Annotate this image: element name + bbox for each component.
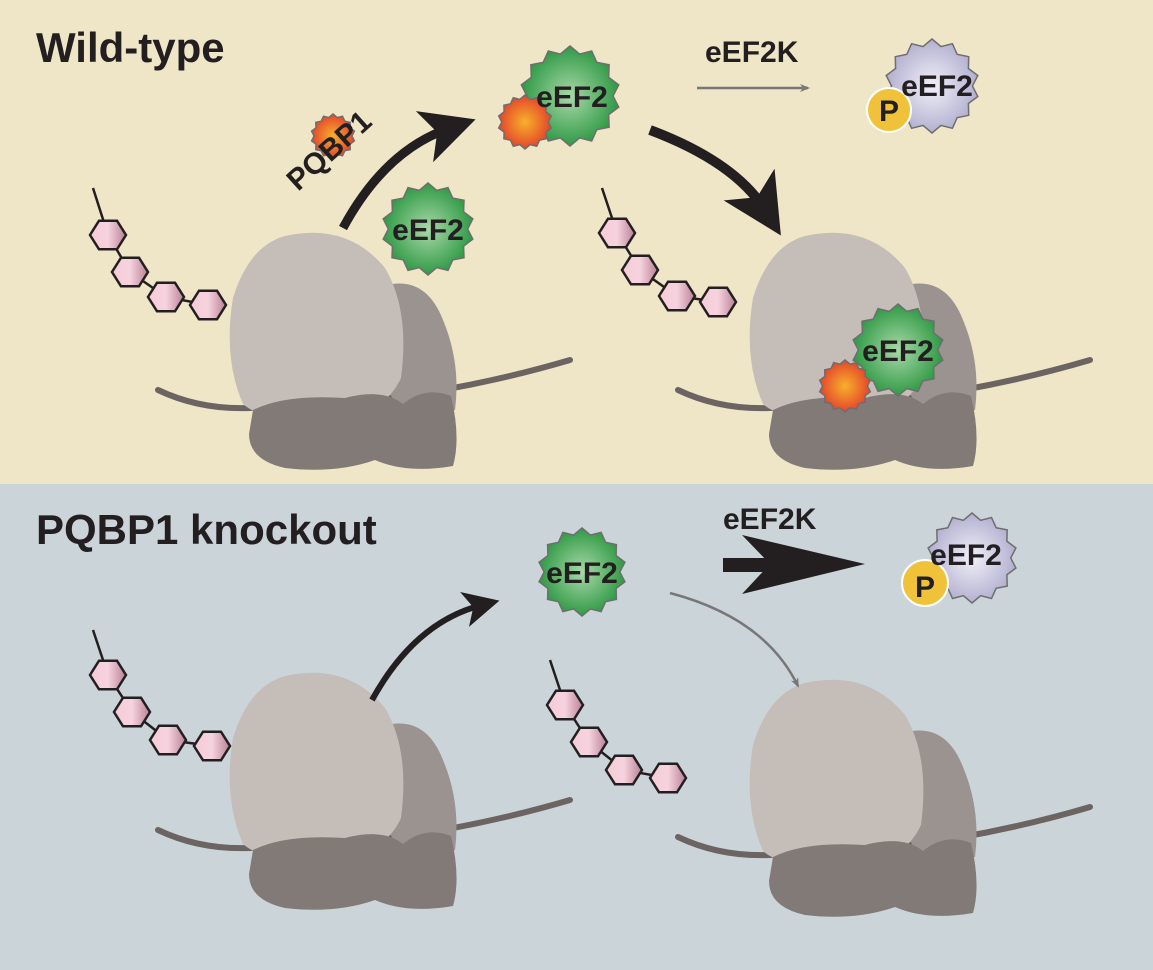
phosphate-icon [866,87,912,133]
ko-release-arrow [369,591,500,702]
peptide-chain [88,187,228,321]
amino-acid-hexagon [88,219,128,251]
amino-acid-hexagon [604,754,644,786]
wt-phospho-eef2-label: eEF2 [901,70,973,103]
wt-eef2-free-label: eEF2 [392,214,464,247]
peptide-chain [88,629,232,762]
wt-release-arrow [339,111,476,231]
amino-acid-hexagon [110,256,150,288]
amino-acid-hexagon [698,286,738,318]
wt-binding-arrow [648,125,781,236]
peptide-chain [597,187,738,318]
wt-eef2-bound-label: eEF2 [862,335,934,368]
amino-acid-hexagon [188,289,228,321]
amino-acid-hexagon [620,254,660,286]
ko-eef2-free-label: eEF2 [546,557,618,590]
amino-acid-hexagon [112,696,152,728]
eef2-protein [538,527,626,617]
amino-acid-hexagon [597,217,637,249]
ko-kinase-arrowhead [742,535,865,594]
wt-phosphate-label: P [879,95,899,128]
amino-acid-hexagon [148,724,188,756]
amino-acid-hexagon [569,726,609,758]
ko-phosphate-label: P [915,571,935,604]
eef2-protein [852,303,944,397]
amino-acid-hexagon [545,689,585,721]
pqbp1-protein [497,94,553,150]
phospho-eef2-protein [927,512,1017,604]
pqbp1-protein [310,113,356,159]
amino-acid-hexagon [146,281,186,313]
ko-kinase-label: eEF2K [723,503,817,536]
ko-phospho-eef2-label: eEF2 [930,539,1002,572]
phosphate-icon [901,559,949,607]
wt-eef2-complex-label: eEF2 [536,81,608,114]
wild-type-title: Wild-type [36,24,225,71]
amino-acid-hexagon [648,762,688,794]
ko-binding-arrow [669,591,800,688]
eef2-protein [382,182,474,276]
amino-acid-hexagon [657,280,697,312]
amino-acid-hexagon [192,730,232,762]
knockout-title: PQBP1 knockout [36,506,377,553]
peptide-chain [545,659,688,794]
pqbp1-protein [818,359,872,413]
amino-acid-hexagon [88,659,128,691]
wt-kinase-label: eEF2K [705,36,799,69]
